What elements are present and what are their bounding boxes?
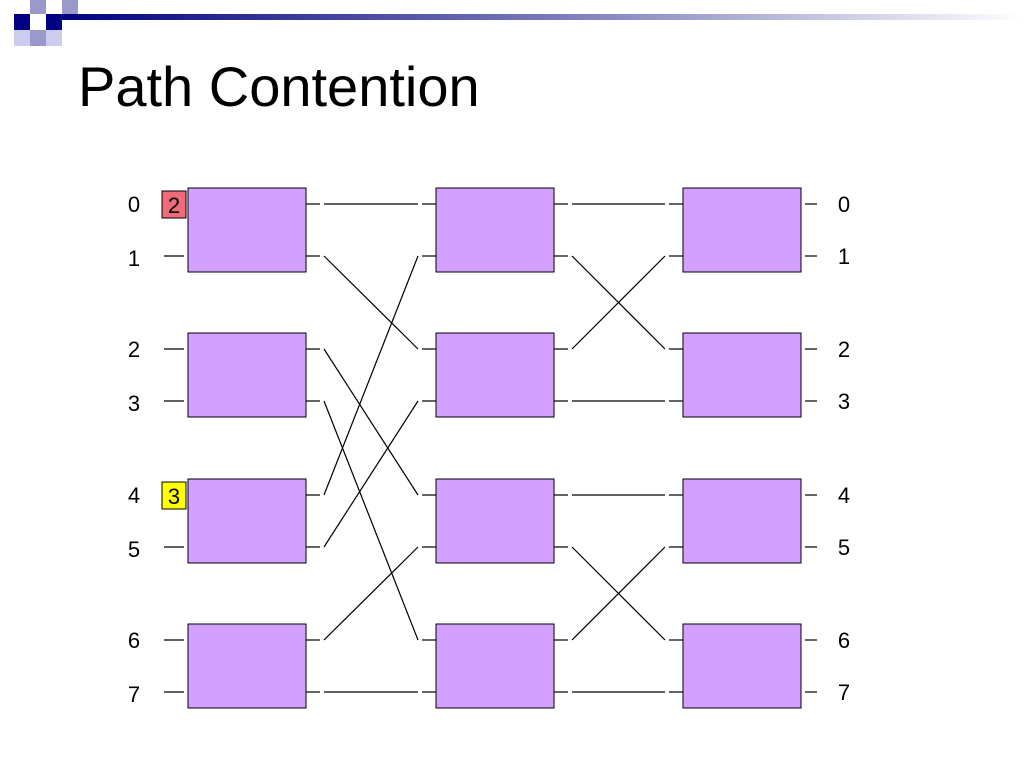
stage1-stage2-wire-link: [323, 348, 419, 496]
output-port-label: 0: [838, 192, 850, 217]
switch-box: [187, 623, 307, 709]
output-port-label: 4: [838, 483, 850, 508]
output-port-label: 3: [838, 389, 850, 414]
output-port-label: 6: [838, 628, 850, 653]
input-port-label: 4: [128, 483, 140, 508]
switch-box: [187, 332, 307, 418]
input-port-label: 1: [128, 246, 140, 271]
switch-box: [435, 623, 555, 709]
switch-box: [187, 187, 307, 273]
switch-box: [435, 187, 555, 273]
stage2-stage3-wire-link: [571, 255, 666, 350]
deco-square: [14, 30, 30, 46]
deco-square: [30, 0, 46, 14]
switch-box: [682, 478, 802, 564]
output-port-label: 1: [838, 244, 850, 269]
slide-title: Path Contention: [78, 55, 480, 118]
message-packet-label: 3: [168, 484, 180, 509]
switch-box: [435, 478, 555, 564]
stage1-stage2-wire-link: [323, 400, 419, 548]
switch-box: [682, 187, 802, 273]
input-port-label: 7: [128, 682, 140, 707]
output-port-label: 2: [838, 337, 850, 362]
slide-decoration: [14, 0, 1024, 46]
header-gradient-bar: [62, 14, 1024, 20]
deco-square: [46, 14, 62, 30]
switch-box: [682, 332, 802, 418]
input-port-label: 0: [128, 192, 140, 217]
switch-box: [187, 478, 307, 564]
output-port-label: 5: [838, 535, 850, 560]
input-port-label: 5: [128, 537, 140, 562]
stage1-stage2-wire-link: [323, 400, 419, 641]
deco-square: [46, 30, 62, 46]
input-port-label: 2: [128, 337, 140, 362]
stage1-stage2-wire-link: [323, 255, 419, 350]
output-port-label: 7: [838, 680, 850, 705]
deco-square: [30, 30, 46, 46]
input-port-label: 6: [128, 628, 140, 653]
message-packet-label: 2: [168, 193, 180, 218]
message-packet: [161, 481, 187, 510]
switch-box: [682, 623, 802, 709]
stage1-stage2-wire-link: [323, 255, 419, 496]
message-packet: [161, 190, 187, 219]
switch-box: [435, 332, 555, 418]
deco-square: [14, 14, 30, 30]
stage1-stage2-wire-link: [323, 546, 419, 641]
deco-square: [62, 0, 78, 14]
input-port-label: 3: [128, 391, 140, 416]
stage2-stage3-wire-link: [571, 546, 666, 641]
